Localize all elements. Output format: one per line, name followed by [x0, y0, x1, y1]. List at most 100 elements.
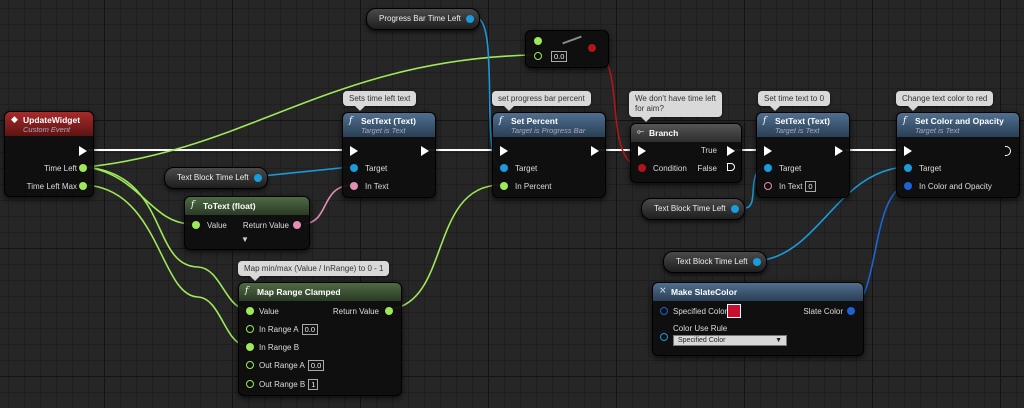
exec-out-pin[interactable]	[79, 146, 87, 156]
var-text-block-2[interactable]: Text Block Time Left	[641, 198, 745, 220]
float-pin-in-a[interactable]	[246, 325, 254, 333]
target-pin[interactable]	[764, 164, 772, 172]
color-use-rule-dropdown[interactable]: Specified Color▼	[673, 335, 787, 346]
color-pin[interactable]	[660, 307, 668, 315]
text-pin[interactable]	[350, 182, 358, 190]
function-icon: f	[499, 116, 503, 126]
specified-color-label: Specified Color	[673, 307, 728, 316]
target-label: Target	[779, 164, 802, 173]
comment-settext2: Set time text to 0	[758, 91, 831, 111]
slatecolor-title: Make SlateColor	[671, 287, 738, 297]
settext-node-2[interactable]: f SetText (Text) Target is Text Target I…	[756, 112, 850, 198]
object-pin[interactable]	[752, 258, 761, 266]
set-color-title: Set Color and Opacity	[915, 116, 1004, 126]
object-pin[interactable]	[465, 15, 474, 23]
set-color-node[interactable]: f Set Color and Opacity Target is Text T…	[896, 112, 1020, 198]
exec-out-pin[interactable]	[1005, 146, 1013, 156]
exec-in-pin[interactable]	[904, 146, 912, 156]
float-pin-out-b[interactable]	[246, 380, 254, 388]
exec-out-pin[interactable]	[591, 146, 599, 156]
target-pin[interactable]	[500, 164, 508, 172]
target-pin[interactable]	[904, 164, 912, 172]
in-a-value[interactable]: 0.0	[301, 324, 319, 335]
exec-in-pin[interactable]	[764, 146, 772, 156]
out-b-value[interactable]: 1	[308, 379, 319, 390]
struct-icon: ⤬	[659, 286, 667, 296]
set-percent-node[interactable]: f Set Percent Target is Progress Bar Tar…	[492, 112, 606, 198]
dropdown-arrow-icon: ▼	[775, 337, 782, 344]
specified-color-swatch[interactable]	[727, 304, 741, 318]
maprange-node[interactable]: f Map Range Clamped Value Return Value I…	[238, 282, 402, 396]
target-label: Target	[919, 164, 942, 173]
out-b-label: Out Range B	[259, 380, 306, 389]
condition-label: Condition	[653, 164, 687, 173]
event-icon: ◆	[11, 115, 18, 125]
float-pin[interactable]	[500, 182, 508, 190]
compare-b-value[interactable]: 0.0	[551, 51, 568, 62]
float-pin-a[interactable]	[534, 37, 542, 45]
var-text-block-3[interactable]: Text Block Time Left	[663, 251, 767, 273]
exec-false-pin[interactable]	[727, 163, 735, 171]
in-percent-label: In Percent	[515, 182, 552, 191]
var-text-block-1[interactable]: Text Block Time Left	[164, 167, 268, 189]
float-wire-percent	[391, 184, 501, 310]
float-pin-time-left[interactable]	[79, 164, 87, 172]
set-percent-header: f Set Percent Target is Progress Bar	[493, 113, 605, 137]
struct-out-pin[interactable]	[847, 307, 855, 315]
float-pin-time-left-max[interactable]	[79, 182, 87, 190]
branch-node[interactable]: ⟜ Branch True Condition False	[630, 123, 742, 183]
in-text-label: In Text	[365, 182, 389, 191]
slatecolor-header: ⤬ Make SlateColor	[653, 283, 863, 301]
branch-header: ⟜ Branch	[631, 124, 741, 142]
update-widget-node[interactable]: ◆ UpdateWidget Custom Event Time Left Ti…	[4, 111, 94, 197]
object-pin[interactable]	[253, 174, 262, 182]
float-pin-value[interactable]	[246, 307, 254, 315]
value-label: Value	[207, 221, 227, 230]
slate-color-label: Slate Color	[803, 307, 843, 316]
float-wire-maprange-value	[85, 166, 245, 310]
in-text-value[interactable]: 0	[805, 181, 816, 192]
exec-out-pin[interactable]	[421, 146, 429, 156]
settext-2-title: SetText (Text)	[775, 116, 830, 126]
out-a-value[interactable]: 0.0	[307, 360, 325, 371]
text-out-pin[interactable]	[293, 221, 301, 229]
float-wire-compare	[85, 54, 533, 168]
expand-arrow-icon[interactable]: ▼	[241, 235, 249, 244]
float-out-pin[interactable]	[385, 307, 393, 315]
text-pin[interactable]	[764, 182, 772, 190]
set-percent-title: Set Percent	[511, 116, 558, 126]
in-color-label: In Color and Opacity	[919, 182, 992, 191]
time-left-label: Time Left	[43, 164, 77, 173]
target-label: Target	[365, 164, 388, 173]
update-widget-header: ◆ UpdateWidget Custom Event	[5, 112, 93, 136]
exec-true-pin[interactable]	[727, 146, 735, 156]
float-wires	[85, 54, 533, 346]
float-pin[interactable]	[192, 221, 200, 229]
exec-in-pin[interactable]	[638, 146, 646, 156]
exec-in-pin[interactable]	[500, 146, 508, 156]
compare-node[interactable]: 0.0	[525, 30, 609, 68]
float-pin-out-a[interactable]	[246, 361, 254, 369]
set-color-header: f Set Color and Opacity Target is Text	[897, 113, 1019, 137]
object-pin[interactable]	[730, 205, 739, 213]
exec-in-pin[interactable]	[350, 146, 358, 156]
totext-header: f ToText (float)	[185, 197, 309, 215]
settext-node-1[interactable]: f SetText (Text) Target is Text Target I…	[342, 112, 436, 198]
byte-pin[interactable]	[660, 333, 668, 341]
bool-pin[interactable]	[638, 164, 646, 172]
float-pin-in-b[interactable]	[246, 343, 254, 351]
var-progress-bar[interactable]: Progress Bar Time Left	[366, 8, 480, 30]
in-b-label: In Range B	[259, 343, 300, 352]
time-left-max-label: Time Left Max	[26, 182, 77, 191]
function-icon: f	[245, 286, 249, 296]
target-pin[interactable]	[350, 164, 358, 172]
struct-pin[interactable]	[904, 182, 912, 190]
false-label: False	[697, 164, 717, 173]
exec-out-pin[interactable]	[835, 146, 843, 156]
make-slatecolor-node[interactable]: ⤬ Make SlateColor Specified Color Slate …	[652, 282, 864, 356]
totext-node[interactable]: f ToText (float) Value Return Value ▼	[184, 196, 310, 250]
return-label: Return Value	[332, 307, 379, 316]
float-pin-b[interactable]	[534, 52, 542, 60]
bool-out-pin[interactable]	[588, 44, 596, 52]
